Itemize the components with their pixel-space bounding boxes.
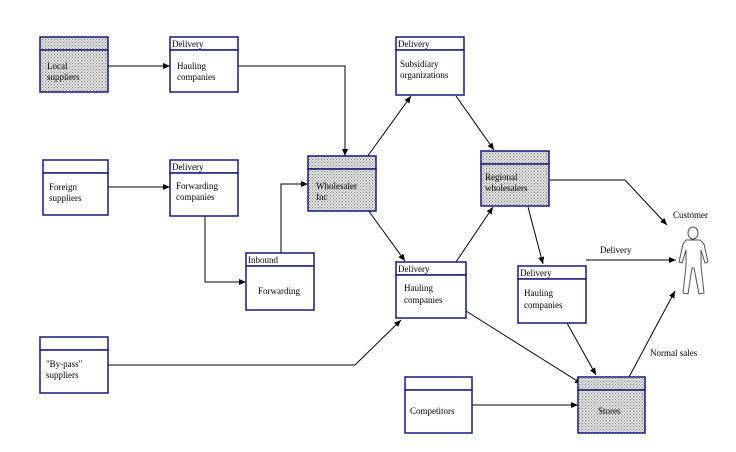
customer-label: Customer	[673, 210, 708, 220]
delivery-subsidiary-line1: Subsidiary	[400, 59, 439, 69]
edge-hauling-mid-to-regional	[455, 206, 494, 263]
delivery-subsidiary-header: Delivery	[398, 39, 430, 49]
box-stores: Stores	[577, 376, 646, 434]
delivery-hauling-right-header: Delivery	[520, 268, 552, 278]
edge-wholesaler-to-hauling-mid	[367, 209, 406, 262]
edge-subsidiary-to-regional	[455, 95, 495, 151]
foreign-suppliers-line1: Foreign	[49, 182, 77, 192]
delivery-hauling-mid-line1: Hauling	[404, 283, 433, 293]
edge-regional-to-hauling-right	[527, 206, 545, 265]
customer-person-icon	[678, 226, 709, 295]
delivery-forwarding-line1: Forwarding	[176, 181, 218, 191]
wholesaler-line1: Wholesaler	[316, 181, 357, 191]
edge-inbound-to-wholesaler	[280, 181, 308, 253]
regional-wholesalers-line2: wholesalers	[485, 183, 528, 193]
edge-regional-to-customer	[550, 179, 668, 226]
regional-wholesalers-line1: Regional	[485, 172, 518, 182]
competitors-line1: Competitors	[410, 406, 455, 416]
local-suppliers-line2: suppliers	[47, 72, 80, 82]
edge-hauling-right-to-stores	[566, 322, 597, 376]
edge-forwarding-to-inbound	[204, 216, 246, 285]
local-suppliers-line1: Local	[47, 61, 68, 71]
box-delivery-hauling-top: Delivery Hauling companies	[169, 36, 239, 93]
edge-stores-to-customer	[628, 290, 676, 378]
normal-sales-label: Normal sales	[650, 348, 698, 358]
box-delivery-subsidiary: Delivery Subsidiary organizations	[395, 36, 465, 96]
box-delivery-hauling-right: Delivery Hauling companies	[517, 265, 587, 324]
edge-hauling-to-wholesaler	[238, 65, 348, 156]
box-foreign-suppliers: Foreign suppliers	[42, 159, 109, 216]
box-inbound-forwarding: Inbound Forwarding	[245, 252, 315, 311]
box-delivery-forwarding: Delivery Forwarding companies	[169, 159, 239, 217]
box-regional-wholesalers: Regional wholesalers	[480, 150, 550, 207]
delivery-hauling-top-line2: companies	[177, 72, 216, 82]
box-competitors: Competitors	[404, 376, 473, 434]
delivery-subsidiary-line2: organizations	[400, 70, 449, 80]
stores-line1: Stores	[598, 406, 621, 416]
box-wholesaler: Wholesaler Inc	[307, 155, 377, 212]
delivery-hauling-top-header: Delivery	[172, 39, 204, 49]
inbound-forwarding-line1: Forwarding	[258, 286, 300, 296]
bypass-suppliers-line2: suppliers	[46, 370, 79, 380]
edge-hauling-mid-to-stores	[465, 310, 583, 385]
edge-bypass-to-hauling-mid	[108, 319, 402, 366]
edge-wholesaler-to-subsidiary	[366, 95, 412, 158]
delivery-hauling-right-line2: companies	[524, 300, 563, 310]
box-local-suppliers: Local suppliers	[39, 36, 109, 93]
delivery-edge-label: Delivery	[600, 245, 632, 255]
delivery-hauling-top-line1: Hauling	[177, 61, 206, 71]
bypass-suppliers-line1: "By-pass"	[46, 359, 83, 369]
delivery-hauling-right-line1: Hauling	[524, 288, 553, 298]
box-bypass-suppliers: "By-pass" suppliers	[39, 336, 109, 394]
delivery-hauling-mid-header: Delivery	[398, 264, 430, 274]
box-delivery-hauling-mid: Delivery Hauling companies	[395, 261, 467, 319]
delivery-hauling-mid-line2: companies	[404, 295, 443, 305]
delivery-forwarding-line2: companies	[176, 192, 215, 202]
connectors	[108, 63, 676, 408]
inbound-forwarding-header: Inbound	[248, 255, 278, 265]
delivery-forwarding-header: Delivery	[172, 162, 204, 172]
wholesaler-line2: Inc	[316, 192, 328, 202]
foreign-suppliers-line2: suppliers	[49, 193, 82, 203]
